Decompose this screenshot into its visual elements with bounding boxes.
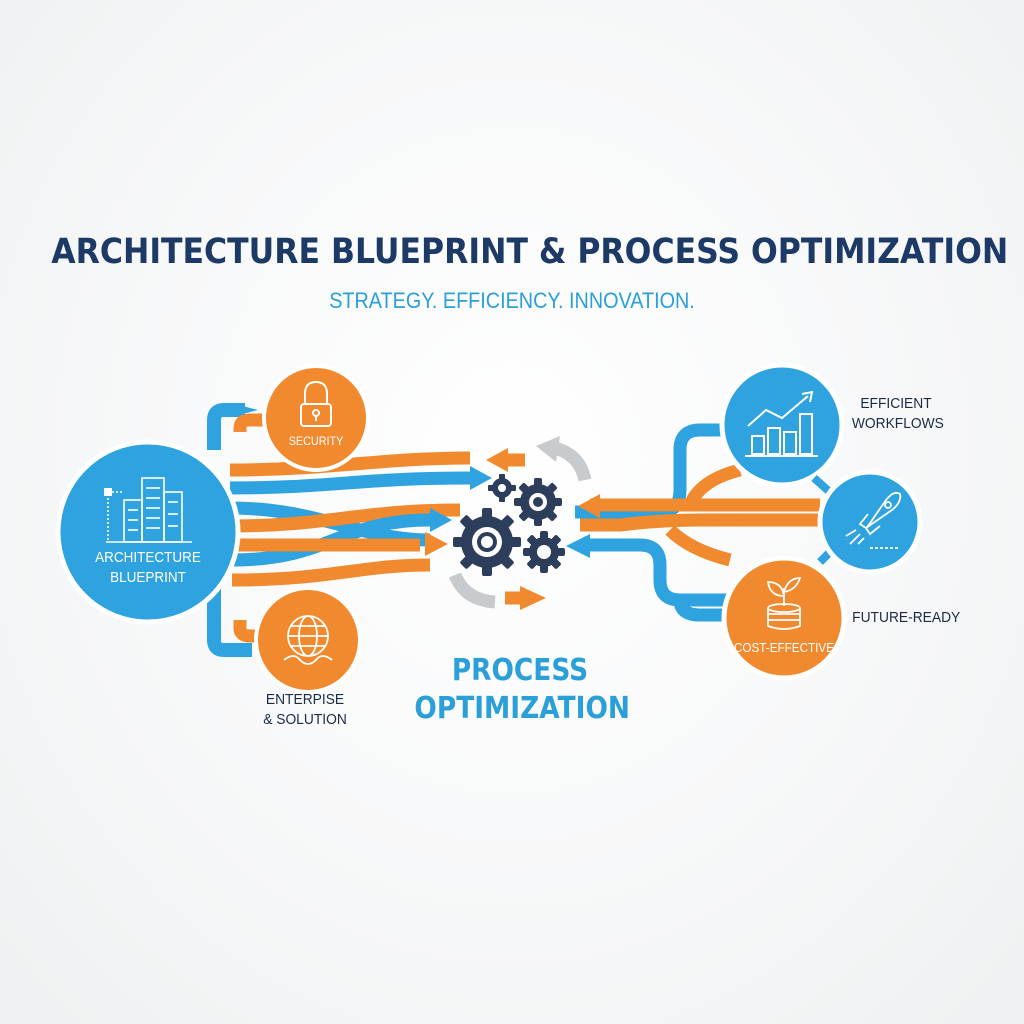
arrow-head	[430, 508, 452, 532]
plant-coins-icon	[766, 577, 802, 630]
flow-line-orange	[580, 513, 820, 532]
efficient-workflows-label: EFFICIENT WORKFLOWS	[851, 394, 944, 434]
process-optimization-label: PROCESS OPTIMIZATION	[414, 652, 631, 728]
cost-effective-node	[721, 555, 847, 681]
flow-line-orange	[233, 620, 270, 643]
flow-line-orange	[229, 451, 471, 477]
rocket-icon	[845, 491, 902, 549]
flow-line-orange	[233, 413, 270, 432]
flow-line-orange	[231, 558, 431, 587]
page-title: ARCHITECTURE BLUEPRINT & PROCESS OPTIMIZ…	[51, 232, 1009, 272]
flow-line-blue	[590, 538, 740, 607]
hub-label-line2: BLUEPRINT	[110, 569, 186, 586]
cycle-arrows	[448, 436, 592, 610]
enterprise-label-line1: ENTERPISE	[265, 691, 345, 708]
arrow-head	[470, 466, 492, 490]
flow-line-orange	[665, 525, 732, 567]
enterprise-node	[254, 586, 362, 694]
efficient-workflows-node	[719, 362, 845, 488]
left-flow-lines	[207, 403, 471, 657]
enterprise-label-line2: & SOLUTION	[263, 711, 347, 728]
flow-line-blue	[229, 471, 471, 495]
flow-line-blue	[207, 580, 252, 657]
architecture-blueprint-node	[55, 439, 241, 625]
building-icon	[104, 477, 192, 543]
process-label-line2: OPTIMIZATION	[414, 691, 631, 726]
gears-icon	[453, 474, 565, 576]
architecture-blueprint-label: ARCHITECTURE BLUEPRINT	[94, 548, 202, 588]
flow-line-blue	[673, 599, 740, 622]
efficient-label-line1: EFFICIENT	[860, 395, 932, 412]
arrow-head	[425, 532, 448, 556]
flow-line-blue	[207, 403, 245, 450]
security-label: SECURITY	[288, 434, 344, 448]
hub-label-line1: ARCHITECTURE	[95, 549, 201, 566]
lock-icon	[300, 380, 332, 427]
flow-line-orange	[683, 463, 742, 508]
security-node	[262, 364, 370, 472]
process-label-line1: PROCESS	[451, 653, 589, 688]
enterprise-label: ENTERPISE & SOLUTION	[254, 690, 355, 730]
arrow-head	[566, 534, 590, 558]
page-subtitle: STRATEGY. EFFICIENCY. INNOVATION.	[329, 288, 695, 313]
flow-line-orange	[229, 503, 461, 533]
chart-icon	[745, 390, 818, 457]
future-ready-node	[817, 469, 923, 575]
future-ready-label: FUTURE-READY	[852, 609, 961, 626]
efficient-label-line2: WORKFLOWS	[851, 415, 944, 432]
arrow-head	[578, 494, 600, 518]
globe-icon	[283, 615, 333, 665]
cost-effective-label: COST-EFFECTIVE	[733, 640, 835, 655]
